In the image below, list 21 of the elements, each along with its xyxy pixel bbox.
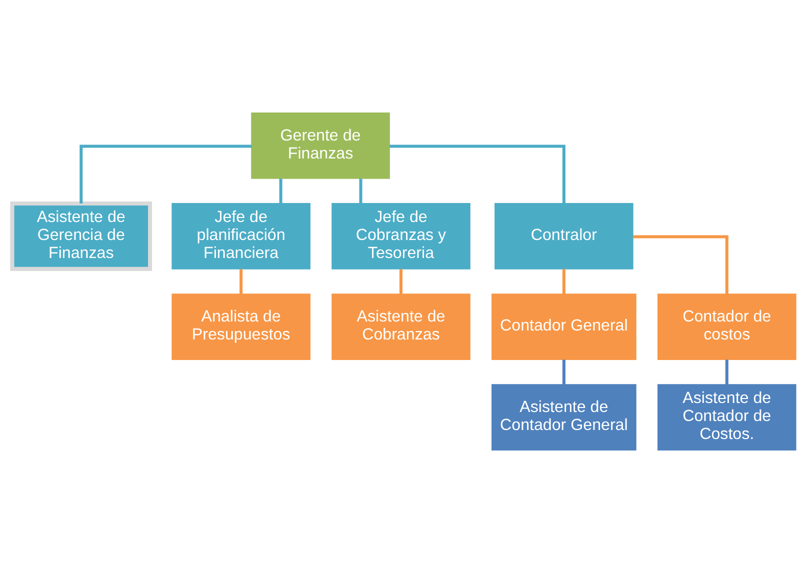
connector xyxy=(80,144,252,204)
node-box: Asistente de Contador de Costos. xyxy=(657,384,796,450)
node-box: Contador General xyxy=(492,294,636,360)
connector xyxy=(240,269,243,294)
node-box: Asistente de Contador General xyxy=(492,384,636,450)
connector xyxy=(390,144,566,204)
node-box: Contralor xyxy=(494,203,634,270)
connector xyxy=(562,360,566,385)
connector xyxy=(562,269,566,294)
connector xyxy=(725,360,728,385)
connector xyxy=(359,178,362,204)
node-box: Analista de Presupuestos xyxy=(172,294,310,360)
node-box: Gerente de Finanzas xyxy=(251,112,390,179)
node-box: Asistente de Gerencia de Finanzas xyxy=(10,202,152,271)
connector xyxy=(633,235,728,294)
node-box: Jefe de planificación Financiera xyxy=(172,203,310,270)
node-box: Contador de costos xyxy=(657,294,796,360)
node-box: Asistente de Cobranzas xyxy=(332,294,470,360)
node-box: Jefe de Cobranzas y Tesoreria xyxy=(332,203,470,270)
connector xyxy=(279,178,282,204)
connector xyxy=(399,269,402,294)
